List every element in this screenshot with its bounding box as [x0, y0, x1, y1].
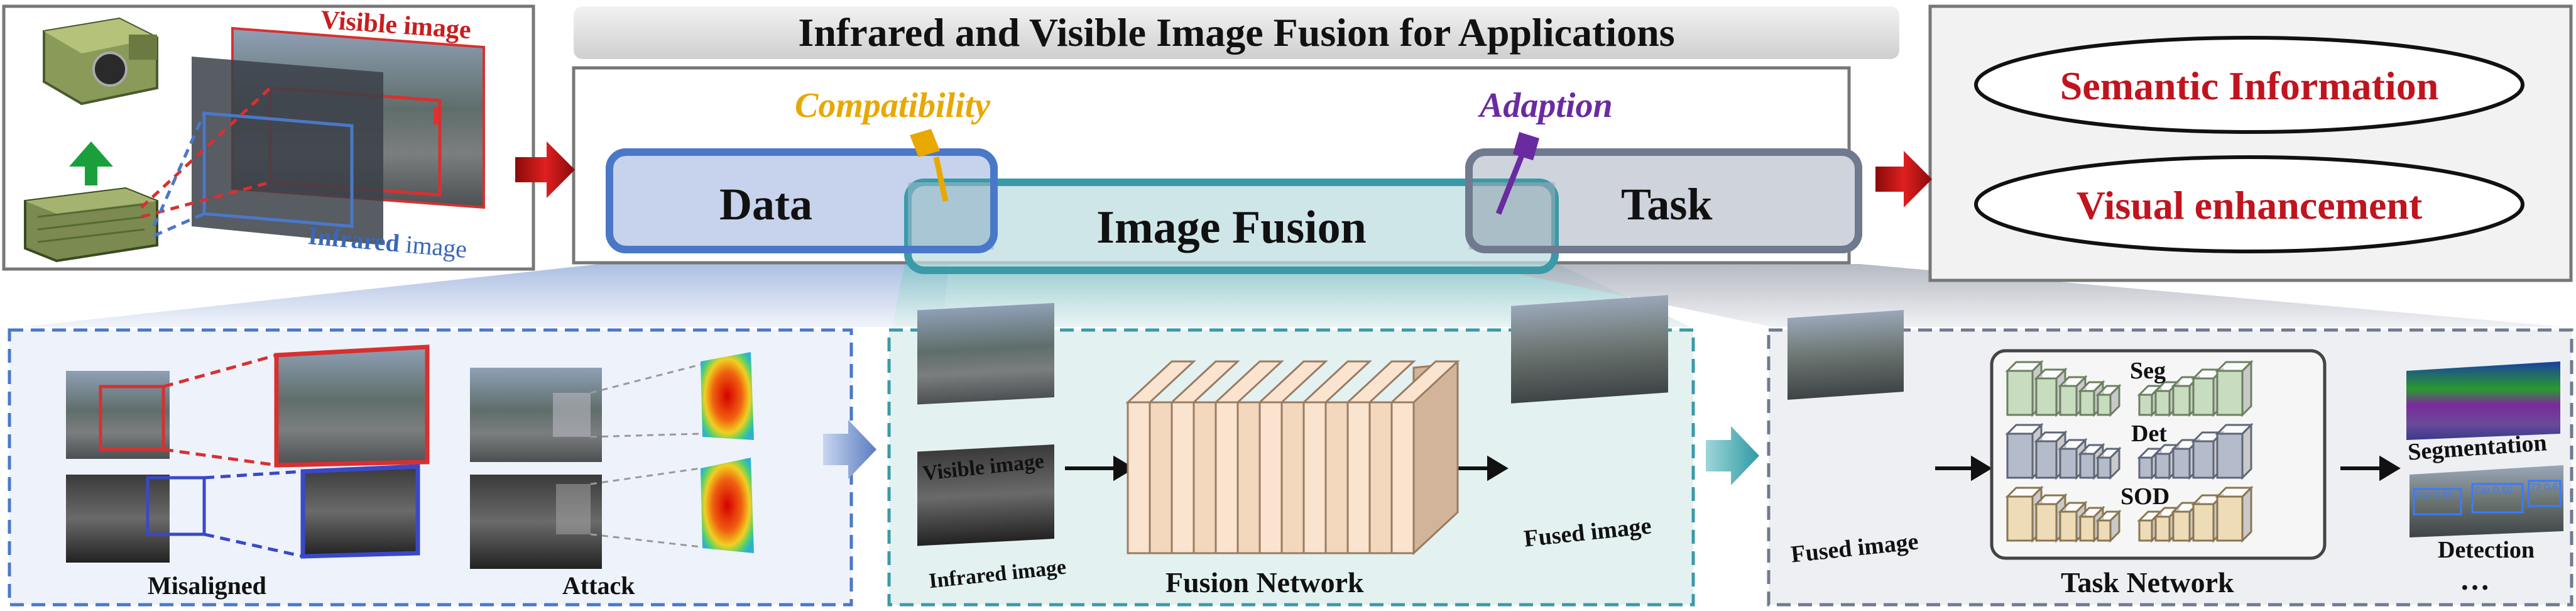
task-network-label: Task Network: [2061, 566, 2234, 598]
seg-network-blocks: [2005, 360, 2254, 417]
attack-label: Attack: [562, 571, 635, 600]
blue-chevron-arrow: [823, 420, 876, 479]
det-box-label-2: Car 0.60: [2474, 485, 2513, 496]
red-arrow-left: [515, 141, 575, 198]
fusion-input-infrared-photo: [917, 444, 1054, 546]
title-bar: [574, 6, 1899, 59]
compatibility-label: Compatibility: [795, 86, 991, 125]
ellipsis-label: …: [2460, 563, 2490, 597]
camera-device-icon: [43, 17, 158, 106]
task-arrows: [1935, 455, 2401, 482]
fusion-arrows: [1065, 455, 1509, 482]
detection-result-photo: [2410, 465, 2563, 537]
adaption-pin-icon: [1495, 132, 1539, 215]
sensor-base-icon: [24, 187, 158, 263]
red-arrow-right: [1875, 151, 1932, 207]
sod-network-blocks: [2005, 485, 2254, 543]
sod-label: SOD: [2120, 483, 2170, 510]
misaligned-infrared-photo: [66, 475, 170, 563]
det-network-blocks: [2005, 422, 2254, 480]
task-input-fused-photo: [1787, 310, 1904, 400]
data-label: Data: [719, 179, 812, 229]
adaption-label: Adaption: [1480, 86, 1613, 125]
shade-data: [22, 264, 949, 327]
misaligned-visible-zoom: [274, 344, 430, 468]
visual-enhancement-label: Visual enhancement: [2076, 183, 2423, 228]
fusion-network-blocks: [1125, 360, 1460, 556]
shade-task: [1470, 264, 2563, 327]
detection-label: Detection: [2438, 537, 2535, 563]
shade-fusion: [892, 264, 1690, 327]
seg-label: Seg: [2130, 358, 2166, 384]
fusion-network-label: Fusion Network: [1165, 566, 1364, 598]
image-fusion-label: Image Fusion: [1096, 202, 1367, 253]
compatibility-pin-icon: [910, 129, 949, 202]
misaligned-visible-photo: [66, 371, 170, 459]
page-title: Infrared and Visible Image Fusion for Ap…: [798, 10, 1675, 55]
visual-ellipse: [1974, 155, 2524, 253]
semantic-information-label: Semantic Information: [2060, 63, 2439, 108]
image-word: image: [404, 229, 469, 263]
det-box-label-3: 72 0.6: [2530, 482, 2558, 493]
heatmap-visible: [701, 352, 754, 440]
projection-lines: [140, 87, 271, 238]
det-box-label-1: Car 0.85: [2415, 490, 2454, 501]
segmentation-result-photo: [2406, 361, 2560, 440]
fused-output-photo: [1511, 295, 1668, 404]
misaligned-infrared-zoom: [300, 464, 420, 559]
misaligned-label: Misaligned: [148, 571, 266, 600]
heatmap-infrared: [701, 458, 754, 553]
green-up-arrow: [69, 141, 113, 185]
fusion-input-visible-photo: [917, 303, 1054, 405]
infrared-image-plane: [192, 57, 383, 245]
det-label: Det: [2131, 421, 2167, 447]
semantic-ellipse: [1974, 36, 2524, 134]
teal-chevron-arrow: [1706, 426, 1759, 485]
task-label: Task: [1621, 179, 1713, 229]
attack-perturbation-lines: [590, 363, 701, 548]
